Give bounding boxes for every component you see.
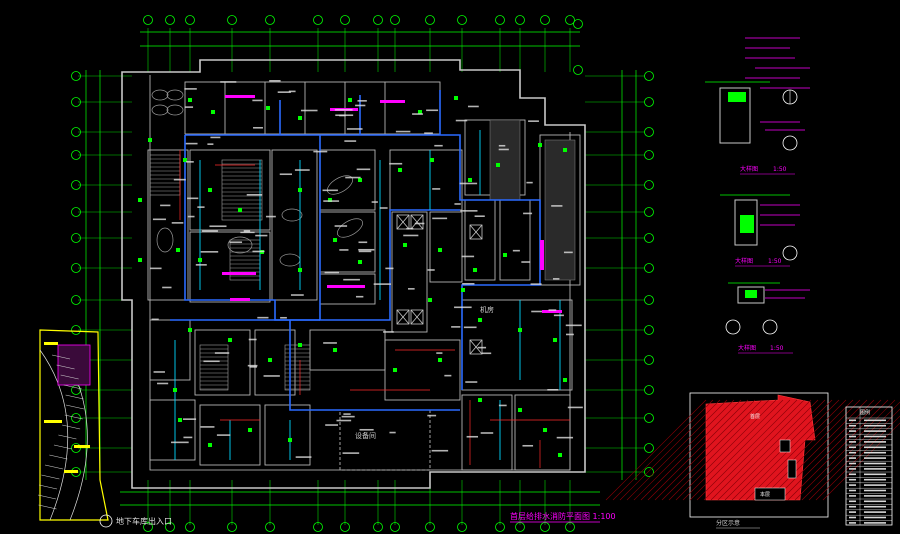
section-marker-icon	[782, 135, 798, 151]
water-supply-pipes	[170, 90, 541, 411]
sanitary-fixtures	[151, 89, 363, 267]
detail-scale-2: 1:50	[768, 258, 782, 265]
detail-title-2: 大样图	[735, 257, 753, 265]
section-marker-icon	[782, 245, 798, 261]
detail-title-3: 大样图	[738, 344, 756, 352]
keyplan-title: 分区示意	[716, 519, 740, 527]
annotation-text	[150, 80, 583, 458]
elevator-shafts	[396, 214, 483, 355]
axis-grid	[78, 28, 645, 525]
detail-drawings: 大样图 1:50 大样图 1:50	[705, 37, 810, 354]
entrance-label: 地下车库出入口	[116, 516, 172, 526]
entrance-marker-icon	[99, 514, 113, 528]
key-plan: 本层 首层 分区示意	[605, 392, 900, 529]
garage-ramp: 地下车库出入口	[37, 329, 172, 528]
dimension-sides	[85, 70, 637, 480]
drainage-pipes	[179, 150, 570, 468]
room-label-2: 机房	[480, 305, 494, 314]
detail-scale-3: 1:50	[770, 345, 784, 352]
section-marker-icon	[725, 319, 741, 335]
detail-2: 大样图 1:50	[720, 194, 800, 267]
detail-title-1: 大样图	[740, 165, 758, 173]
detail-scale-1: 1:50	[773, 166, 787, 173]
detail-3: 大样图 1:50	[725, 282, 810, 354]
room-label-1: 设备间	[355, 431, 376, 440]
keyplan-room: 首层	[750, 413, 760, 420]
legend-header: 图例	[860, 409, 870, 416]
drawing-title: 首层给排水消防平面图 1:100	[510, 511, 616, 521]
detail-1: 大样图 1:50	[705, 37, 810, 175]
legend-table: 图例	[845, 406, 893, 526]
equipment-hatch	[489, 119, 576, 281]
section-marker-icon	[762, 319, 778, 335]
keyplan-label: 本层	[760, 491, 770, 498]
dimension-top	[120, 31, 600, 506]
